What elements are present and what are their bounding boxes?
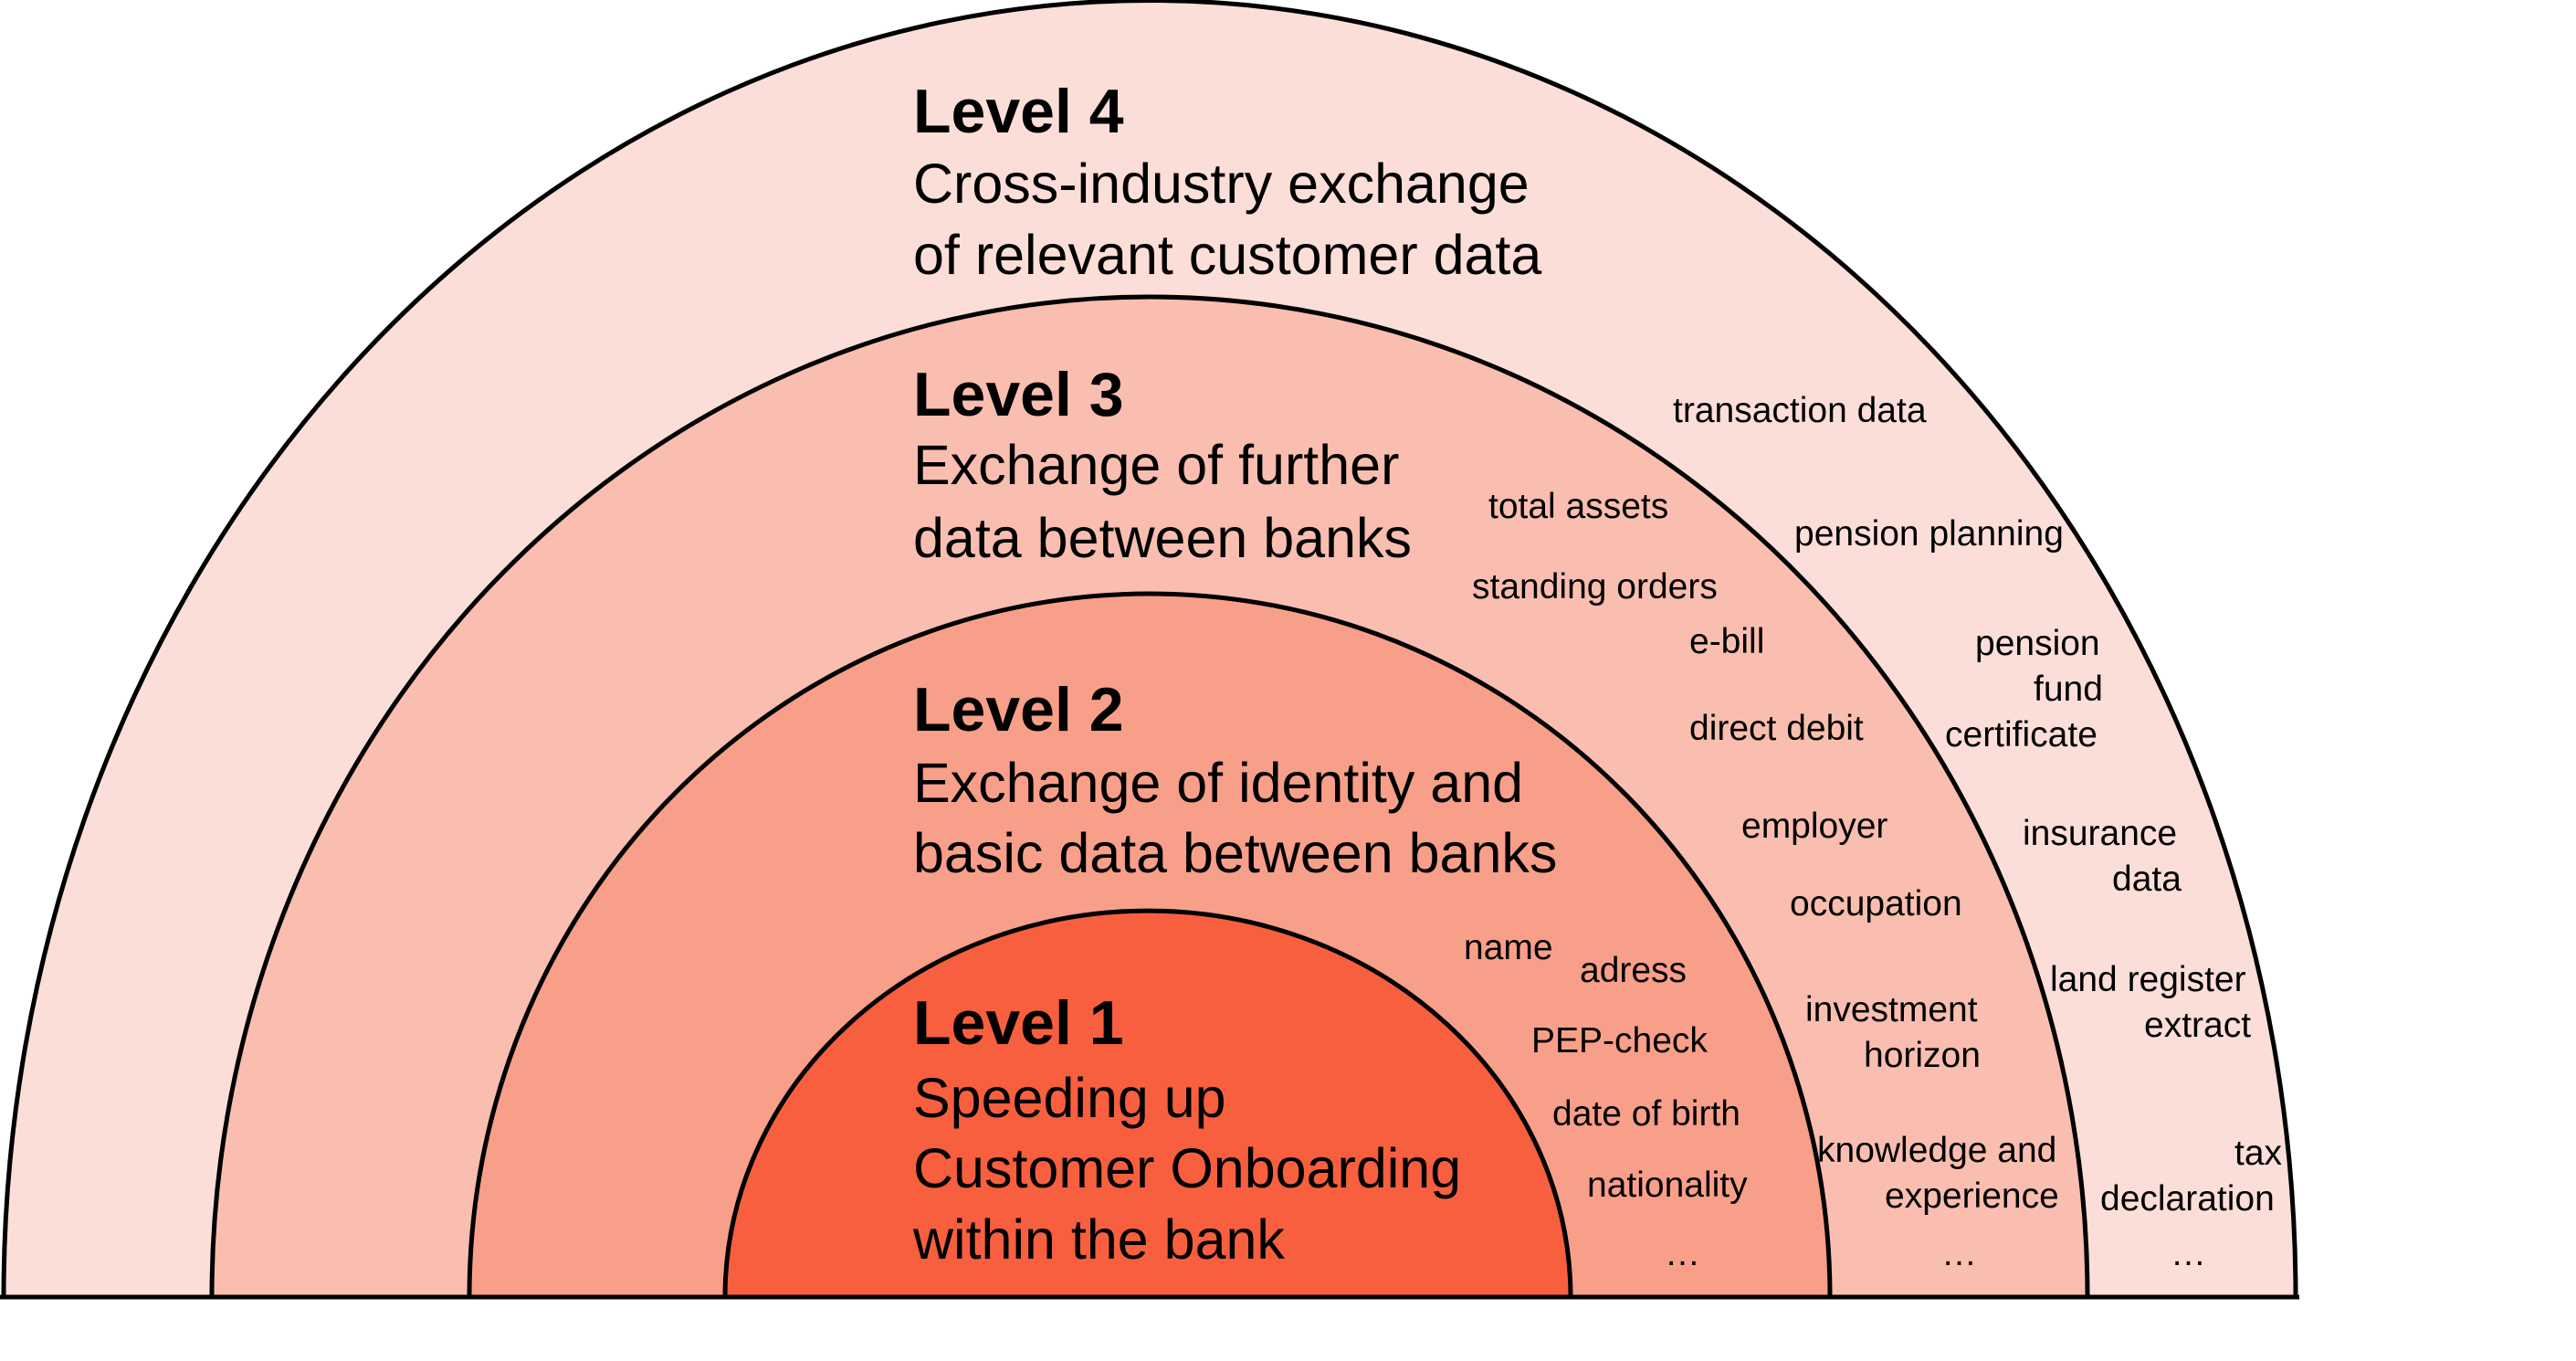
level-1-description-line-1: Speeding up xyxy=(913,1067,1226,1129)
level-3-item: … xyxy=(1941,1234,1977,1273)
level-3-item: total assets xyxy=(1488,487,1668,526)
level-4-heading: Level 4 xyxy=(913,77,1124,146)
level-1-arc xyxy=(722,908,1573,1300)
level-2-item: PEP-check xyxy=(1531,1021,1708,1060)
level-3-item: knowledge and xyxy=(1817,1131,2056,1170)
level-4-item: tax xyxy=(2234,1134,2283,1173)
level-4-item: insurance xyxy=(2023,814,2177,853)
level-3-item: horizon xyxy=(1864,1036,1981,1075)
level-3-item: direct debit xyxy=(1689,709,1864,748)
level-2-description-line-2: basic data between banks xyxy=(913,822,1557,884)
level-1-heading: Level 1 xyxy=(913,988,1124,1058)
level-3-item: investment xyxy=(1805,990,1978,1029)
level-4-item: pension xyxy=(1975,624,2100,663)
level-2-description-line-1: Exchange of identity and xyxy=(913,752,1523,814)
level-4-item: pension planning xyxy=(1794,514,2064,554)
level-4-item: land register xyxy=(2050,960,2246,999)
level-3-item: experience xyxy=(1885,1176,2059,1216)
level-4-item: data xyxy=(2112,860,2182,899)
level-3-description-line-2: data between banks xyxy=(913,507,1412,569)
level-2-item: name xyxy=(1464,928,1553,967)
level-3-item: standing orders xyxy=(1472,567,1718,607)
level-4-description-line-2: of relevant customer data xyxy=(913,224,1541,286)
level-3-item: employer xyxy=(1741,807,1887,846)
level-4-item: … xyxy=(2171,1234,2206,1273)
level-2-item: … xyxy=(1665,1234,1700,1273)
level-4-item: transaction data xyxy=(1673,391,1927,430)
level-4-item: fund xyxy=(2034,670,2103,709)
level-3-item: occupation xyxy=(1790,884,1962,923)
level-4-description-line-1: Cross-industry exchange xyxy=(913,153,1530,215)
level-1-description-line-3: within the bank xyxy=(912,1208,1285,1271)
level-2-item: adress xyxy=(1580,951,1687,990)
level-2-item: date of birth xyxy=(1552,1094,1740,1134)
level-3-description-line-1: Exchange of further xyxy=(913,434,1399,496)
level-2-heading: Level 2 xyxy=(913,675,1124,744)
level-4-item: declaration xyxy=(2100,1179,2275,1219)
level-3-item: e-bill xyxy=(1689,622,1764,661)
level-1-description-line-2: Customer Onboarding xyxy=(913,1137,1461,1199)
level-4-item: certificate xyxy=(1945,715,2098,754)
level-4-item: extract xyxy=(2144,1006,2251,1045)
level-3-heading: Level 3 xyxy=(913,360,1124,429)
level-2-item: nationality xyxy=(1587,1166,1748,1205)
